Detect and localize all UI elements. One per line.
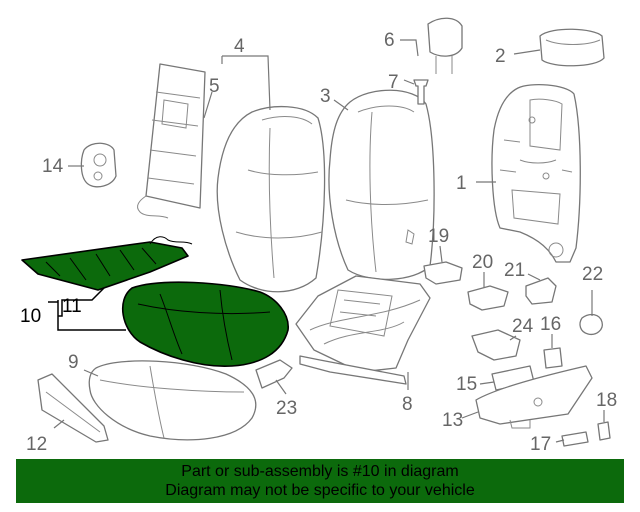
- part-8-seat-track[interactable]: [295, 275, 431, 385]
- callout-24: 24: [512, 316, 534, 337]
- part-22-hook[interactable]: [579, 313, 603, 336]
- part-18-cap[interactable]: [597, 421, 611, 441]
- callout-7: 7: [388, 72, 399, 93]
- callout-19: 19: [428, 226, 449, 247]
- banner-line-1: Part or sub-assembly is #10 in diagram: [181, 463, 459, 480]
- banner-line-2: Diagram may not be specific to your vehi…: [165, 482, 475, 499]
- part-11-seat-heater-pad[interactable]: [21, 236, 193, 291]
- callout-6: 6: [384, 30, 395, 51]
- part-4-seatback-cover[interactable]: [216, 105, 326, 293]
- callout-labels: 1 2 3 4 5 6 7 8 9 10 11 12 13 14 15 16 1…: [20, 30, 617, 455]
- callout-3: 3: [320, 86, 331, 107]
- callout-12: 12: [26, 434, 47, 455]
- part-1-seatback-frame[interactable]: [491, 83, 581, 263]
- part-17-knob[interactable]: [561, 431, 589, 447]
- callout-14: 14: [42, 156, 64, 177]
- callout-22: 22: [582, 264, 603, 285]
- callout-23: 23: [276, 398, 297, 419]
- part-13-side-shield[interactable]: [475, 365, 593, 429]
- part-3-seatback-pad[interactable]: [328, 89, 435, 280]
- leader-lines: [48, 39, 605, 443]
- callout-8: 8: [402, 394, 413, 415]
- part-9-seat-cushion-cover[interactable]: [88, 360, 257, 441]
- part-7-headrest-guide[interactable]: [413, 79, 429, 105]
- callout-15: 15: [456, 374, 477, 395]
- part-24-bracket[interactable]: [471, 329, 521, 361]
- callout-4: 4: [234, 36, 245, 57]
- callout-20: 20: [472, 252, 493, 273]
- part-5-seatback-panel[interactable]: [137, 63, 206, 219]
- callout-9: 9: [68, 352, 79, 373]
- callout-2: 2: [495, 46, 506, 67]
- callout-16: 16: [540, 314, 561, 335]
- part-12-side-trim[interactable]: [37, 373, 109, 443]
- callout-21: 21: [504, 260, 525, 281]
- callout-13: 13: [442, 410, 463, 431]
- part-16-switch[interactable]: [543, 347, 563, 369]
- part-19-bracket[interactable]: [423, 261, 463, 285]
- callout-1: 1: [456, 173, 467, 194]
- part-14-cover[interactable]: [80, 142, 117, 188]
- info-banner: Part or sub-assembly is #10 in diagram D…: [16, 459, 624, 503]
- callout-11: 11: [62, 296, 82, 317]
- part-10-seat-cushion-pad[interactable]: [122, 281, 289, 367]
- callout-18: 18: [596, 390, 617, 411]
- part-23-trim[interactable]: [255, 359, 293, 389]
- part-2-top-cushion[interactable]: [539, 28, 605, 67]
- callout-5: 5: [209, 76, 220, 97]
- part-20-bracket[interactable]: [467, 285, 509, 311]
- callout-17: 17: [530, 434, 551, 455]
- part-6-headrest[interactable]: [427, 17, 463, 74]
- part-21-bracket[interactable]: [525, 277, 557, 305]
- callout-10: 10: [20, 306, 41, 327]
